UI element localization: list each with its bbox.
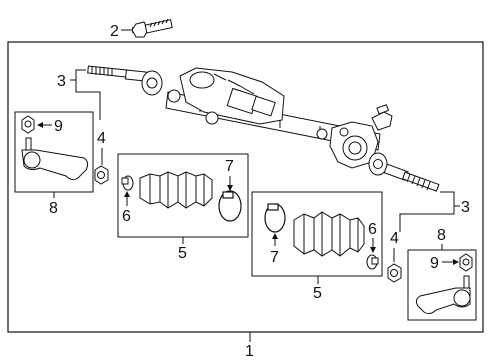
leader-6-right-arrow [370, 247, 376, 253]
callout-5-left: 5 [178, 245, 187, 262]
callout-9-left: 9 [54, 118, 63, 135]
callout-1: 1 [245, 343, 254, 360]
leader-6-left-arrow [124, 191, 130, 197]
leader-7-left-arrow [227, 185, 233, 191]
leader-9-left-arrow [37, 122, 43, 128]
leader-9-right-arrow [453, 259, 459, 265]
callout-8-right: 8 [437, 227, 446, 244]
inner-tie-rod-left [87, 65, 163, 96]
leader-3-left-top [70, 69, 86, 81]
boot-clamp-large-right [264, 203, 286, 233]
leader-3-right-top [440, 191, 455, 206]
outer-tie-rod-left [21, 137, 89, 181]
leader-3-left-bottom [75, 80, 101, 120]
bolt-part [131, 18, 173, 38]
outer-tie-rod-box-right [407, 249, 477, 321]
outer-tie-rod-right [415, 275, 471, 315]
jam-nut-right [387, 263, 402, 283]
steering-gear-boot-left [139, 171, 213, 209]
callout-7-left: 7 [225, 158, 234, 175]
callout-3-left: 3 [57, 73, 66, 90]
callout-6-right: 6 [368, 221, 377, 238]
assembly-frame [7, 41, 484, 333]
steering-gear-assembly [165, 67, 393, 169]
castle-nut-left [21, 115, 35, 134]
boot-clamp-small-left [121, 175, 134, 191]
callout-8-left: 8 [49, 200, 58, 217]
callout-7-right: 7 [270, 249, 279, 266]
steering-gear-boot-right [293, 211, 365, 257]
pinion-shaft [371, 111, 393, 131]
leader-7-right-arrow [272, 233, 278, 239]
boot-clamp-small-right [366, 254, 379, 270]
boot-clamp-large-left [218, 190, 242, 222]
callout-6-left: 6 [122, 208, 131, 225]
leader-3-right-bottom [399, 206, 455, 232]
boot-kit-box-right [251, 191, 383, 277]
inner-tie-rod-right [368, 152, 440, 192]
callout-2: 2 [110, 23, 119, 40]
callout-3-right: 3 [461, 199, 470, 216]
callout-4-right: 4 [390, 230, 399, 247]
castle-nut-right [459, 253, 473, 272]
callout-9-right: 9 [430, 255, 439, 272]
callout-4-left: 4 [97, 130, 106, 147]
jam-nut-left [94, 165, 109, 185]
callout-5-right: 5 [313, 285, 322, 302]
